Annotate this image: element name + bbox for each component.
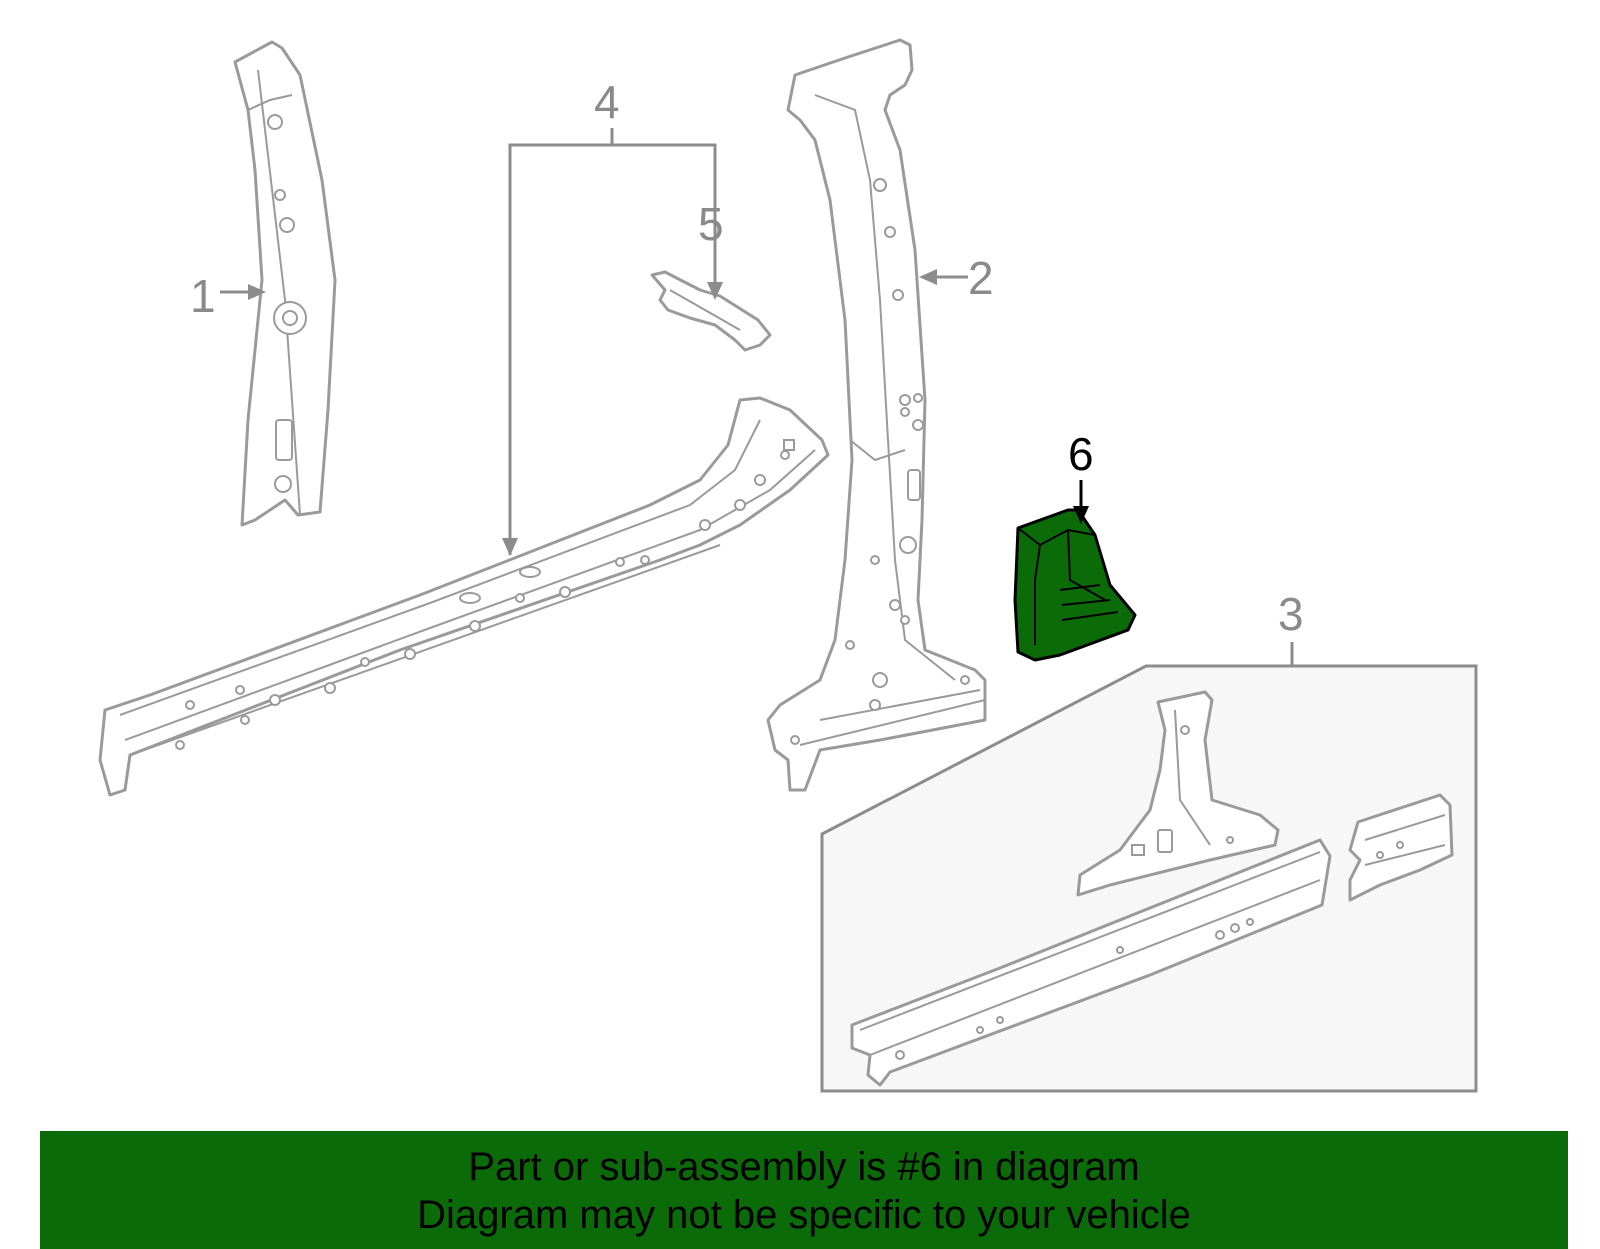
leader-5-arrow	[707, 250, 723, 300]
part-3-subassembly	[820, 642, 1478, 1093]
part-2-b-pillar	[766, 38, 987, 792]
callout-6: 6	[1068, 428, 1094, 480]
callout-1: 1	[190, 270, 216, 322]
part-5-reinforcement	[650, 270, 772, 352]
callout-5: 5	[698, 198, 724, 250]
part-1-pillar	[233, 40, 337, 527]
leader-6-arrow	[1073, 480, 1089, 524]
part-6-highlighted	[1013, 508, 1137, 662]
part-4-rocker	[98, 396, 830, 797]
leader-2-arrow	[919, 269, 968, 285]
callout-4: 4	[594, 76, 620, 128]
leader-1-arrow	[220, 284, 266, 300]
callout-2: 2	[968, 252, 994, 304]
callout-3: 3	[1278, 588, 1304, 640]
info-banner: Part or sub-assembly is #6 in diagram Di…	[40, 1131, 1568, 1249]
banner-line-1: Part or sub-assembly is #6 in diagram	[468, 1145, 1140, 1189]
leader-4-bracket	[502, 128, 717, 556]
banner-line-2: Diagram may not be specific to your vehi…	[417, 1193, 1191, 1237]
